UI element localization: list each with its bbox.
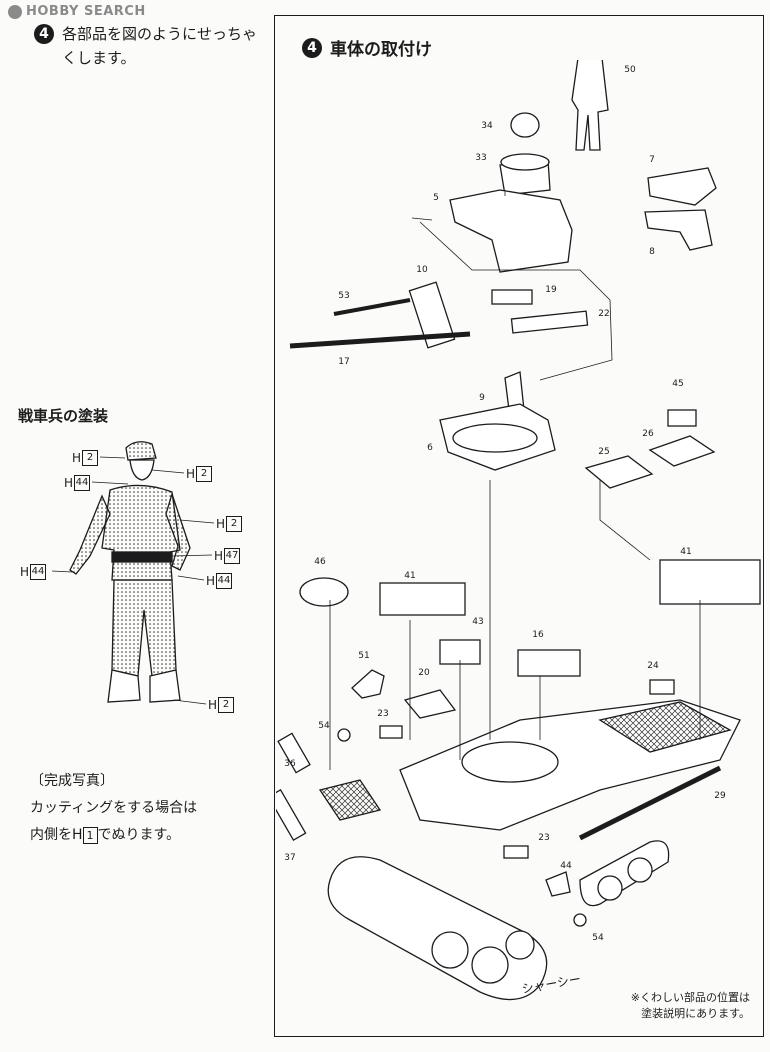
part-50-commander-figure: [571, 60, 609, 151]
part-23-block-upper: [379, 725, 403, 739]
part-label-19: 19: [545, 285, 557, 295]
part-label-54-right: 54: [592, 933, 604, 943]
footnote-line-2: 塗装説明にあります。: [641, 1007, 750, 1020]
part-24-block: [649, 679, 675, 695]
part-10-mantlet: [408, 281, 456, 349]
part-41-box-left: [379, 582, 466, 616]
part-8-panel: [644, 209, 713, 251]
part-46-cap: [299, 577, 349, 607]
part-45-block: [667, 409, 697, 427]
part-label-6: 6: [427, 443, 433, 453]
engine-deck-grille: [598, 701, 732, 753]
footnote-line-1: ※くわしい部品の位置は: [630, 991, 750, 1004]
part-20-plate: [403, 689, 457, 719]
part-label-45: 45: [672, 379, 683, 389]
assembly-title-text: 車体の取付け: [330, 40, 432, 60]
watermark-text: HOBBY SEARCH: [26, 4, 146, 19]
watermark: HOBBY SEARCH: [8, 4, 146, 19]
part-43-box: [439, 639, 481, 665]
part-17-gun-barrel: [289, 331, 471, 349]
completion-header: 〔完成写真〕: [30, 773, 114, 789]
part-51-hook: [351, 669, 385, 699]
paint-code-box: 1: [82, 827, 98, 844]
part-22-plate: [510, 310, 589, 334]
part-label-51: 51: [358, 651, 369, 661]
part-label-44: 44: [560, 861, 572, 871]
assembly-step-title: 4 車体の取付け: [302, 35, 432, 60]
part-54-knob-left: [337, 728, 351, 742]
step-number-badge: 4: [34, 24, 54, 44]
crew-soldier-figure: [69, 441, 191, 703]
part-label-53: 53: [338, 291, 349, 301]
part-26-plate: [648, 435, 716, 467]
left-step-instruction: 4 各部品を図のようにせっちゃくします。: [34, 22, 262, 70]
part-label-9: 9: [479, 393, 485, 403]
part-label-23-upper: 23: [377, 709, 388, 719]
part-label-36: 36: [284, 759, 296, 769]
part-25-plate: [584, 455, 654, 489]
part-label-26: 26: [642, 429, 654, 439]
part-16-box: [517, 649, 581, 677]
part-37-fender: [276, 788, 307, 842]
part-44-hook: [545, 871, 571, 897]
completion-line-1: カッティングをする場合は: [30, 800, 198, 816]
paint-leader-lines: [51, 456, 215, 705]
part-label-10: 10: [416, 265, 428, 275]
part-label-17: 17: [338, 357, 349, 367]
part-label-7: 7: [649, 155, 655, 165]
crew-paint-title: 戦車兵の塗装: [18, 407, 109, 425]
part-5-turret: [449, 189, 573, 273]
footnote: ※くわしい部品の位置は 塗装説明にあります。: [600, 990, 750, 1022]
step-instruction-text: 各部品を図のようにせっちゃくします。: [62, 25, 258, 67]
part-label-16: 16: [532, 630, 544, 640]
assembly-frame: [274, 15, 764, 1037]
part-label-37: 37: [284, 853, 295, 863]
part-label-33: 33: [475, 153, 486, 163]
part-label-50: 50: [624, 65, 636, 75]
part-label-24: 24: [647, 661, 659, 671]
part-label-25: 25: [598, 447, 609, 457]
part-label-20: 20: [418, 668, 430, 678]
part-label-34: 34: [481, 121, 493, 131]
part-label-22: 22: [598, 309, 609, 319]
part-label-43: 43: [472, 617, 483, 627]
part-29-rail: [578, 765, 722, 841]
part-label-8: 8: [649, 247, 655, 257]
part-label-5: 5: [433, 193, 439, 203]
left-track-assembly: [327, 856, 548, 1001]
part-36-plate: [277, 732, 311, 774]
right-track-assembly: [579, 840, 670, 907]
part-label-54-left: 54: [318, 721, 330, 731]
part-34-hatch: [510, 112, 540, 138]
hobby-search-logo-icon: [8, 4, 22, 19]
part-54-knob-right: [573, 913, 587, 927]
part-19-bracket: [491, 289, 533, 305]
part-label-23-lower: 23: [538, 833, 549, 843]
part-label-41-right: 41: [680, 547, 691, 557]
part-41-box-right: [659, 559, 761, 605]
part-label-41-left: 41: [404, 571, 415, 581]
part-label-46: 46: [314, 557, 326, 567]
part-23-block-lower: [503, 845, 529, 859]
part-53-rod: [333, 298, 411, 316]
exploded-assembly-diagram: 50 34 33 7 5 8 10 53 19 22 17 9 6 45 26 …: [276, 60, 761, 1001]
crew-figure-illustration: [69, 441, 191, 703]
part-label-29: 29: [714, 791, 726, 801]
assembly-step-badge: 4: [302, 37, 322, 58]
part-7-panel: [647, 167, 717, 206]
